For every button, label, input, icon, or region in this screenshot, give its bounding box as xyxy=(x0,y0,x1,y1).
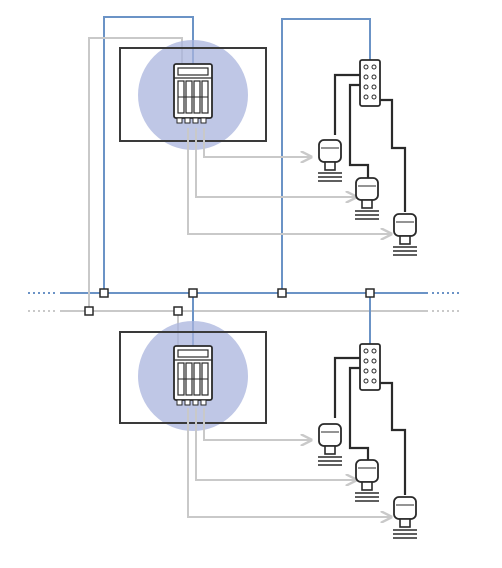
upper-field-wire-3 xyxy=(380,98,407,212)
terminal-block-controller-icon xyxy=(173,345,213,406)
valve-actuator-icon xyxy=(317,423,343,466)
junction-node xyxy=(188,288,198,298)
junction-nodes xyxy=(84,288,375,316)
junction-node xyxy=(173,306,183,316)
lower-enclosure xyxy=(119,331,267,424)
upper-signal-arrow-1 xyxy=(203,128,310,157)
upper-signal-arrow-2 xyxy=(195,128,355,197)
valve-actuator-icon xyxy=(317,139,343,182)
terminal-block-controller-icon xyxy=(173,63,213,124)
valve-actuator-icon xyxy=(392,496,418,539)
io-distribution-box-icon xyxy=(359,59,381,107)
lower-field-wire-1 xyxy=(333,356,362,418)
junction-node xyxy=(365,288,375,298)
valve-actuator-icon xyxy=(354,177,380,220)
upper-enclosure xyxy=(119,47,267,142)
upper-section xyxy=(88,16,418,311)
valve-actuator-icon xyxy=(392,213,418,256)
lower-signal-arrow-3 xyxy=(187,408,390,517)
lower-field-wire-2 xyxy=(348,366,370,460)
upper-field-wire-1 xyxy=(333,73,362,135)
upper-signal-arrow-3 xyxy=(187,128,390,234)
lower-signal-arrow-1 xyxy=(203,408,310,440)
io-distribution-box-icon xyxy=(359,343,381,391)
junction-node xyxy=(99,288,109,298)
valve-actuator-icon xyxy=(354,459,380,502)
lower-signal-arrow-2 xyxy=(195,408,355,480)
lower-section xyxy=(119,293,418,539)
junction-node xyxy=(84,306,94,316)
lower-field-wire-3 xyxy=(380,381,407,495)
upper-field-wire-2 xyxy=(348,83,370,178)
junction-node xyxy=(277,288,287,298)
